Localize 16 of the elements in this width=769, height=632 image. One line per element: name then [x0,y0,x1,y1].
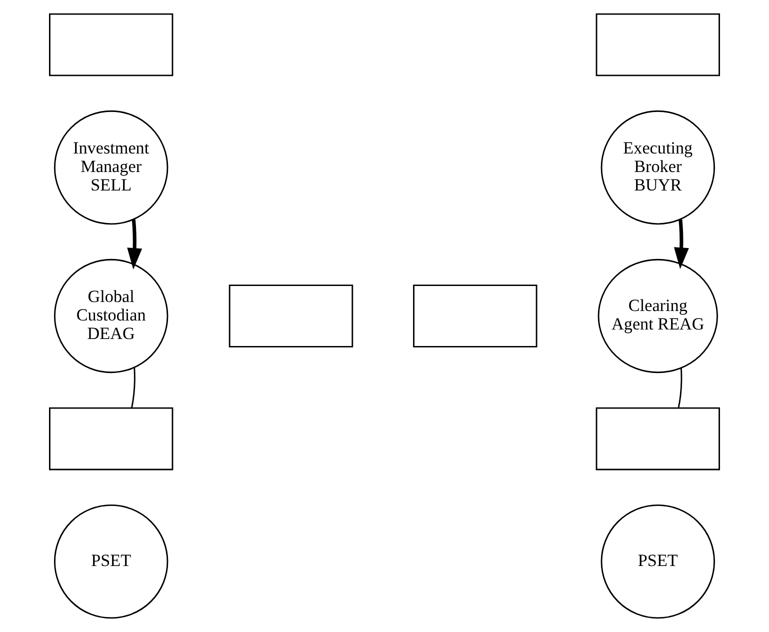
arrow [127,219,142,270]
node-circle: Investment Manager SELL [54,110,168,225]
arrow [674,219,689,270]
node-box [49,13,174,76]
node-box [413,284,538,348]
node-circle: PSET [54,504,168,619]
connector [678,368,682,408]
node-box [596,13,720,76]
node-circle: Executing Broker BUYR [600,110,715,225]
connector [131,368,136,408]
node-box [49,407,174,470]
node-box [596,407,720,470]
node-box [228,284,354,348]
node-circle: Clearing Agent REAG [598,258,718,374]
node-circle: Global Custodian DEAG [54,258,168,374]
node-circle: PSET [600,504,715,619]
